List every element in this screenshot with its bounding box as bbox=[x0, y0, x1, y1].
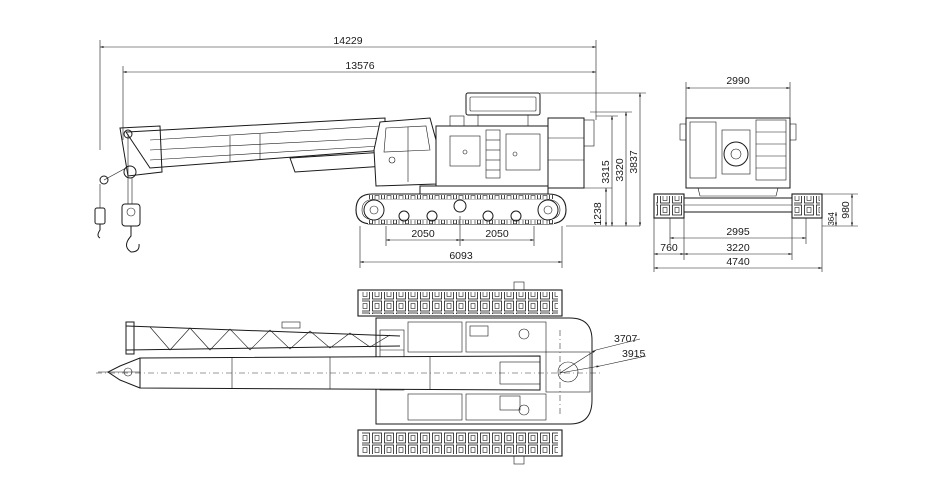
superstructure bbox=[435, 92, 595, 189]
dim-track-height: 980 364 bbox=[822, 193, 858, 227]
dim-roller-pitch-right-text: 2050 bbox=[485, 228, 509, 240]
dim-ground-clearance: 1238 bbox=[566, 187, 640, 227]
dim-roller-pitch: 2050 2050 bbox=[385, 216, 535, 246]
hook-small bbox=[94, 207, 106, 239]
dim-track-length-text: 6093 bbox=[449, 250, 473, 262]
boom bbox=[99, 117, 386, 208]
dim-track-length: 6093 bbox=[359, 226, 563, 268]
dim-track-gauge-text: 2995 bbox=[726, 226, 750, 238]
dim-length-to-hook-text: 13576 bbox=[345, 60, 374, 72]
lattice-jib bbox=[125, 321, 401, 355]
dim-track-height-text: 980 bbox=[840, 201, 852, 219]
dim-tail-radius: 3707 bbox=[559, 333, 641, 374]
dim-roller-pitch-left-text: 2050 bbox=[411, 228, 435, 240]
dim-tail-radius-outer-text: 3915 bbox=[622, 348, 646, 360]
top-view: 3707 3915 bbox=[96, 281, 647, 465]
dim-tail-radius-outer: 3915 bbox=[559, 348, 647, 374]
dim-width-extended: 4740 bbox=[654, 256, 822, 270]
crawler-side bbox=[355, 185, 567, 225]
dim-height-counterweight-text: 3320 bbox=[614, 158, 626, 182]
dim-width-retracted: 3220 760 bbox=[653, 218, 823, 272]
dim-overall-length-text: 14229 bbox=[333, 35, 362, 47]
dim-ground-clearance-text: 1238 bbox=[592, 202, 604, 226]
dim-track-shoe-width-text: 760 bbox=[660, 242, 678, 254]
dim-width-retracted-text: 3220 bbox=[726, 242, 750, 254]
side-view: 14229 13576 bbox=[94, 35, 646, 268]
dim-height-counterweight: 3320 bbox=[590, 111, 632, 226]
rear-view: 2990 2995 bbox=[653, 75, 858, 272]
dim-track-gauge: 2995 bbox=[669, 218, 807, 244]
dim-tail-radius-text: 3707 bbox=[614, 333, 638, 345]
dim-width-extended-text: 4740 bbox=[726, 256, 750, 268]
dim-height-cab: 3315 bbox=[596, 115, 618, 226]
dim-height-max: 3837 bbox=[540, 92, 646, 226]
dim-top-width-text: 2990 bbox=[726, 75, 750, 87]
cab bbox=[373, 117, 437, 187]
dim-overall-length: 14229 bbox=[99, 35, 597, 150]
dim-height-cab-text: 3315 bbox=[600, 160, 612, 184]
dim-top-width: 2990 bbox=[685, 75, 791, 118]
dim-height-max-text: 3837 bbox=[628, 150, 640, 174]
hook-main bbox=[121, 203, 141, 253]
dim-small-height-text: 364 bbox=[827, 212, 836, 226]
